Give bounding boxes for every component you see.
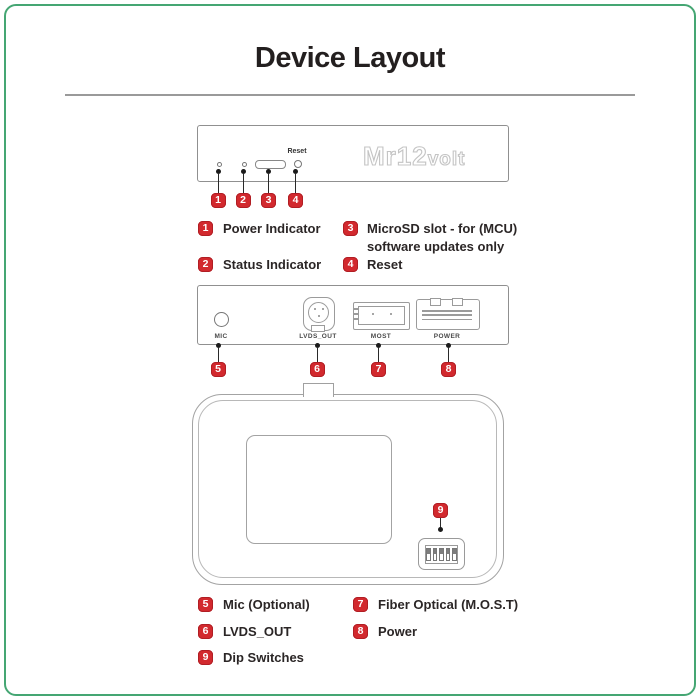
- most-pin-dot: [372, 313, 374, 315]
- callout-badge-2: 2: [235, 193, 251, 208]
- most-pin: [354, 308, 358, 310]
- callout-line-2: [242, 173, 244, 193]
- lvds-label: LVDS_OUT: [299, 333, 337, 340]
- legend-badge-mic: 5: [198, 597, 213, 612]
- legend-badge-dip-switches: 9: [198, 650, 213, 665]
- title-divider: [65, 94, 635, 96]
- callout-dot-1: [215, 169, 221, 174]
- callout-badge-4: 4: [288, 193, 303, 208]
- dip-switch: [426, 548, 431, 561]
- legend-badge-reset: 4: [343, 257, 358, 272]
- legend-label-reset: Reset: [367, 257, 403, 272]
- legend-badge-fiber-optical: 7: [353, 597, 368, 612]
- power-connector-notch: [430, 298, 441, 306]
- legend-label-power-indicator: Power Indicator: [223, 221, 321, 236]
- status-led-icon: [242, 161, 247, 167]
- dip-switch: [439, 548, 444, 561]
- callout-line-4: [295, 173, 296, 193]
- callout-badge-1: 1: [210, 193, 226, 208]
- mic-label: MIC: [214, 333, 228, 340]
- mic-jack-icon: [214, 312, 229, 327]
- connector-panel-diagram: MIC LVDS_OUT MOST POWER: [197, 285, 509, 345]
- dip-switch: [452, 548, 457, 561]
- lvds-connector-key: [311, 325, 325, 332]
- callout-dot-5: [215, 343, 221, 348]
- callout-line-1: [217, 173, 219, 193]
- callout-dot-9: [438, 527, 443, 532]
- most-connector-inner: [358, 306, 405, 325]
- callout-badge-8: 8: [441, 362, 456, 377]
- power-connector-line: [422, 319, 472, 320]
- top-view-inner-outline: [198, 400, 497, 578]
- dip-switches-icon: [425, 545, 458, 564]
- callout-badge-5: 5: [210, 362, 226, 377]
- legend-label-power: Power: [378, 624, 418, 639]
- legend-badge-status-indicator: 2: [198, 257, 213, 272]
- legend-label-fiber-optical: Fiber Optical (M.O.S.T): [378, 597, 519, 612]
- legend-badge-lvds: 6: [198, 624, 213, 639]
- reset-button-icon: [294, 159, 302, 168]
- lvds-connector-barrel: [308, 302, 329, 323]
- callout-dot-6: [314, 343, 320, 348]
- callout-line-5: [217, 347, 219, 362]
- power-led-icon: [217, 161, 222, 167]
- lvds-pin-dot: [322, 308, 324, 310]
- microsd-slot-icon: [255, 160, 286, 169]
- legend-label-mic: Mic (Optional): [223, 597, 310, 612]
- legend-badge-power: 8: [353, 624, 368, 639]
- lvds-pin-dot: [318, 315, 320, 317]
- callout-line-3: [268, 173, 269, 193]
- reset-label: Reset: [287, 148, 307, 155]
- callout-badge-9: 9: [433, 503, 448, 518]
- most-pin-dot: [390, 313, 392, 315]
- top-view-outline: [192, 394, 504, 585]
- power-label: POWER: [433, 333, 461, 340]
- legend-label-dip-switches: Dip Switches: [223, 650, 304, 665]
- callout-line-8: [448, 347, 449, 362]
- power-connector-line: [422, 314, 472, 316]
- callout-line-6: [316, 347, 318, 362]
- dip-switch-block-icon: [418, 538, 465, 570]
- page-border: [4, 4, 696, 696]
- brand-logo-sub: volt: [427, 148, 466, 170]
- most-pin: [354, 313, 358, 315]
- page-title: Device Layout: [254, 42, 446, 74]
- most-label: MOST: [370, 333, 392, 340]
- callout-line-9: [440, 518, 441, 528]
- power-connector-notch: [452, 298, 463, 306]
- callout-dot-3: [266, 169, 271, 174]
- callout-line-7: [378, 347, 379, 362]
- brand-logo-main: Mr12: [362, 140, 428, 171]
- legend-label-microsd: MicroSD slot - for (MCU) software update…: [367, 221, 518, 254]
- dip-switch: [445, 548, 451, 561]
- callout-badge-3: 3: [261, 193, 276, 208]
- callout-dot-8: [446, 343, 451, 348]
- legend-badge-power-indicator: 1: [198, 221, 213, 236]
- callout-dot-7: [376, 343, 381, 348]
- most-pin: [354, 318, 358, 320]
- callout-dot-2: [240, 169, 246, 174]
- lvds-pin-dot: [314, 308, 316, 310]
- legend-label-lvds: LVDS_OUT: [223, 624, 292, 639]
- top-view-connector-tab: [303, 383, 334, 397]
- legend-label-status-indicator: Status Indicator: [223, 257, 322, 272]
- dip-switch: [432, 548, 438, 561]
- callout-dot-4: [293, 169, 298, 174]
- power-connector-line: [422, 310, 472, 312]
- callout-badge-6: 6: [309, 362, 325, 377]
- callout-badge-7: 7: [371, 362, 386, 377]
- top-view-panel-area: [246, 435, 392, 544]
- legend-badge-microsd: 3: [343, 221, 358, 236]
